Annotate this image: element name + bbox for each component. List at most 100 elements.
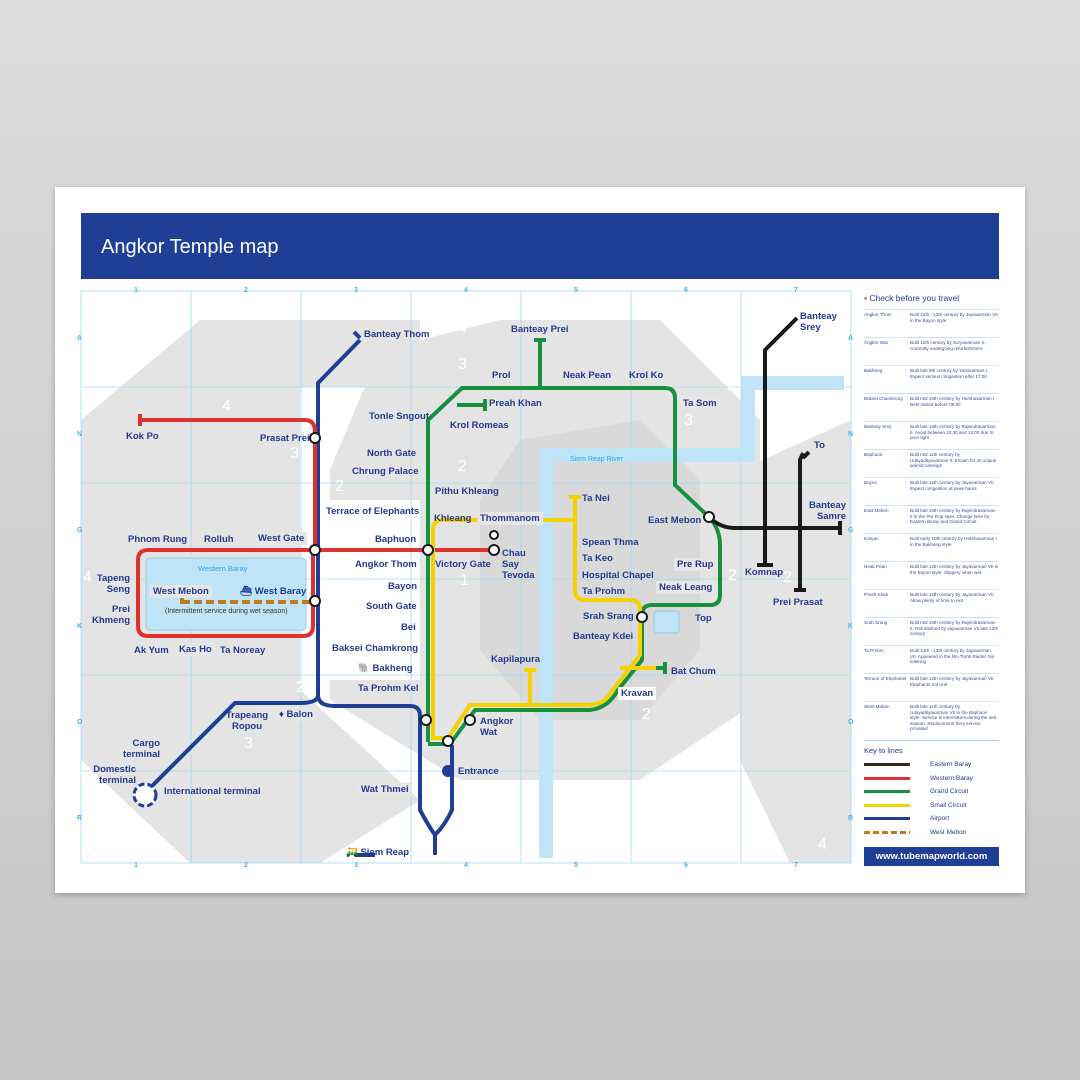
zone-number: 5 [96, 842, 105, 859]
zone-number: 3 [244, 735, 253, 752]
note-temple: Baphuon [864, 452, 883, 457]
station-domestic-terminal[interactable]: Domestic terminal [93, 764, 136, 786]
station-rolluh[interactable]: Rolluh [204, 534, 234, 545]
station-ta-prohm-kel[interactable]: Ta Prohm Kel [358, 683, 419, 694]
zone-number: 2 [460, 778, 469, 795]
station-west-mebon[interactable]: West Mebon [150, 585, 212, 598]
note-desc: Built late 12th century by Jayavarman VI… [910, 676, 995, 687]
zone-number: 3 [684, 412, 693, 429]
station-baphuon[interactable]: Baphuon [375, 534, 417, 545]
zone-number: 3 [290, 445, 299, 462]
interchange-srah-srang [636, 611, 648, 623]
srah-srang-pond [653, 610, 680, 634]
station-banteay-prei[interactable]: Banteay Prei [511, 324, 569, 335]
station-komnap[interactable]: Komnap [745, 567, 783, 578]
station-bei[interactable]: Bei [401, 622, 416, 633]
zone-number: 2 [642, 706, 651, 723]
zone-number: 3 [460, 806, 469, 823]
station-to[interactable]: To [814, 440, 825, 451]
line-key: Key to lines Eastern Baray Western Baray… [864, 740, 999, 839]
station-kok-po[interactable]: Kok Po [126, 431, 159, 442]
station-bakheng[interactable]: 🐘 Bakheng [358, 663, 413, 674]
station-neak-pean[interactable]: Neak Pean [563, 370, 612, 381]
station-cargo-terminal[interactable]: Cargo terminal [123, 738, 160, 760]
station-east-mebon[interactable]: East Mebon [648, 515, 702, 526]
station-bat-chum[interactable]: Bat Chum [671, 666, 716, 677]
station-srah-srang[interactable]: Srah Srang [583, 611, 634, 622]
station-prasat-prei[interactable]: Prasat Prei [260, 433, 310, 444]
col-label: 1 [134, 862, 138, 869]
key-swatch [864, 776, 910, 780]
website-link[interactable]: www.tubemapworld.com [864, 847, 999, 866]
station-ta-nei[interactable]: Ta Nei [582, 493, 610, 504]
station-victory-gate[interactable]: Victory Gate [435, 559, 491, 570]
station-west-gate[interactable]: West Gate [255, 532, 308, 545]
station-spean-thma[interactable]: Spean Thma [582, 537, 639, 548]
station-west-baray[interactable]: ⛴ West Baray [240, 586, 306, 597]
station-banteay-samre[interactable]: Banteay Samre [809, 500, 846, 522]
station-thommanom[interactable]: Thommanom [477, 512, 543, 525]
zone-shading [81, 320, 851, 863]
station-balon-label: Balon [286, 709, 313, 720]
station-siem-reap[interactable]: 🛺 Siem Reap [346, 847, 409, 858]
station-international-terminal[interactable]: International terminal [164, 786, 261, 797]
station-angkor-wat[interactable]: Angkor Wat [480, 716, 514, 738]
station-terrace-of-elephants[interactable]: Terrace of Elephants [326, 506, 420, 517]
station-kas-ho[interactable]: Kas Ho [176, 643, 215, 656]
station-ta-prohm[interactable]: Ta Prohm [582, 586, 626, 597]
station-ta-keo[interactable]: Ta Keo [582, 553, 613, 564]
line-western-baray [136, 414, 495, 638]
station-pithu-khleang[interactable]: Pithu Khleang [435, 486, 499, 497]
station-prol[interactable]: Prol [492, 370, 511, 381]
station-trapeang-ropou[interactable]: Trapeang Ropou [225, 710, 269, 732]
station-banteay-kdei[interactable]: Banteay Kdei [573, 631, 634, 642]
station-banteay-thom[interactable]: Banteay Thom [364, 329, 430, 340]
station-hospital-chapel[interactable]: Hospital Chapel [582, 570, 654, 581]
station-siem-reap-label: Siem Reap [360, 847, 410, 858]
bullet-icon: • [864, 293, 870, 303]
station-kravan[interactable]: Kravan [618, 687, 657, 700]
station-top[interactable]: Top [695, 613, 712, 624]
station-entrance[interactable]: Entrance [458, 766, 499, 777]
river-label: Siem Reap River [570, 456, 623, 463]
station-banteay-srey[interactable]: Banteay Srey [800, 311, 837, 333]
line-grand-circuit [426, 338, 722, 746]
station-bayon[interactable]: Bayon [388, 581, 418, 592]
station-preah-khan[interactable]: Preah Khan [489, 398, 542, 409]
station-krol-ko[interactable]: Krol Ko [629, 370, 664, 381]
station-tonle-sngout[interactable]: Tonle Sngout [369, 411, 429, 422]
station-prei-khmeng[interactable]: Prei Khmeng [92, 604, 130, 626]
station-chrung-palace[interactable]: Chrung Palace [352, 466, 419, 477]
note-desc: Built late 9th century by Yasovarman I. … [910, 368, 989, 379]
station-tapeng-seng[interactable]: Tapeng Seng [96, 573, 130, 595]
station-angkor-thom[interactable]: Angkor Thom [355, 559, 417, 570]
station-ta-noreay[interactable]: Ta Noreay [220, 645, 266, 656]
station-north-gate[interactable]: North Gate [367, 448, 417, 459]
station-baksei-chamkrong[interactable]: Baksei Chamkrong [332, 643, 419, 654]
station-ta-som[interactable]: Ta Som [680, 397, 720, 410]
note-desc: Built 12th - 13th century by Jayavarman … [910, 312, 998, 323]
station-phnom-rung[interactable]: Phnom Rung [128, 534, 188, 545]
station-kapilapura[interactable]: Kapilapura [491, 654, 541, 665]
station-balon[interactable]: ♦ Balon [276, 708, 316, 721]
station-khleang[interactable]: Khleang [434, 513, 472, 524]
service-note: (Intermittent service during wet season) [165, 608, 288, 615]
station-neak-leang[interactable]: Neak Leang [656, 581, 716, 594]
key-swatch [864, 763, 910, 767]
interchange-chau-say [488, 544, 500, 556]
row-label: R [77, 815, 83, 822]
station-ak-yum[interactable]: Ak Yum [134, 645, 169, 656]
note-temple: Banteay Srey [864, 424, 892, 429]
station-prei-prasat[interactable]: Prei Prasat [773, 597, 823, 608]
note-temple: Angkor Wat [864, 340, 888, 345]
station-krol-romeas[interactable]: Krol Romeas [450, 420, 509, 431]
station-wat-thmei[interactable]: Wat Thmei [358, 783, 412, 796]
station-south-gate[interactable]: South Gate [366, 601, 417, 612]
station-chau-say-tevoda[interactable]: Chau Say Tevoda [502, 548, 535, 581]
station-pre-rup[interactable]: Pre Rup [674, 558, 717, 571]
interchanges [309, 432, 715, 747]
